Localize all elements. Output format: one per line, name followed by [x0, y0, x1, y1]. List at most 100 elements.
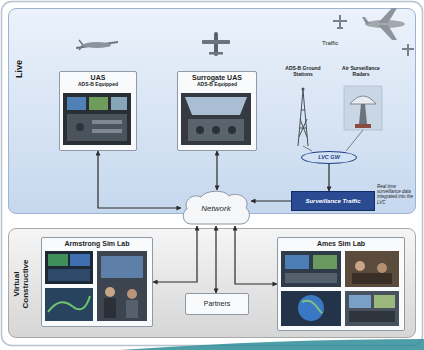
armstrong-lab-photos-part — [45, 288, 93, 321]
uas-aircraft-icon-part — [76, 41, 118, 49]
traffic-aircraft-icon-part — [362, 17, 370, 24]
box-title: Surrogate UAS — [192, 74, 242, 82]
surveillance-traffic-box: Surveillance Traffic — [291, 191, 375, 211]
ground-station-tower-part — [298, 90, 308, 146]
gateway-oval: LVC GW — [301, 151, 357, 164]
box-title: Ames Sim Lab — [317, 240, 365, 248]
equipment-label: ADS-B Ground Stations — [280, 66, 326, 78]
live-band: LiveUASADS-B EquippedSurrogate UASADS-B … — [8, 8, 416, 214]
surrogate-uas-box: Surrogate UASADS-B Equipped — [177, 71, 257, 151]
ames-lab-photos-part — [285, 273, 337, 283]
uas-cockpit-photo-part — [63, 93, 131, 145]
outer-frame — [2, 2, 423, 346]
ames-lab-photos-part — [349, 311, 395, 322]
uas-cockpit-photo-part — [92, 120, 122, 124]
label-holder: Traffic — [322, 40, 362, 47]
surveillance-radar-part — [359, 104, 367, 124]
surrogate-cockpit-photo-part — [185, 97, 247, 115]
band-title: Virtual Constructive — [12, 248, 32, 320]
cloud-outline — [183, 191, 249, 224]
armstrong-lab-photos-part — [127, 289, 137, 299]
ground-station-tower — [298, 88, 308, 147]
ames-lab-photos-part — [355, 261, 365, 271]
surrogate-cockpit-photo-part — [228, 126, 236, 134]
band-title: Live — [14, 54, 26, 84]
ames-lab-photos-part — [302, 301, 322, 313]
connector — [328, 164, 329, 191]
uas-cockpit-photo-part — [89, 97, 108, 110]
ames-lab-photos-part — [345, 251, 399, 287]
surveillance-radar-part — [355, 124, 371, 128]
connector — [215, 226, 216, 293]
title-holder: Live — [5, 63, 35, 75]
box-title: Partners — [204, 300, 230, 308]
network-cloud: Network — [181, 190, 251, 226]
armstrong-lab-photos-part — [105, 287, 115, 297]
label-holder: Air Surveillance Radars — [336, 66, 386, 78]
connector — [153, 226, 197, 282]
uas-cockpit-photo-part — [76, 123, 84, 131]
armstrong-lab-photos-part — [45, 251, 93, 284]
label-holder: ADS-B Ground Stations — [280, 66, 326, 78]
ames-lab-photos-part — [281, 251, 341, 287]
connector — [98, 151, 181, 208]
ames-lab-photos-part — [313, 255, 337, 269]
cloud-label: Network — [201, 204, 230, 213]
armstrong-lab-photos-part — [48, 254, 68, 266]
connector — [235, 226, 277, 284]
feed-line — [303, 130, 363, 151]
armstrong-lab-photos-part — [101, 256, 143, 278]
traffic-label: Traffic — [322, 40, 362, 47]
note-text: Real time surveillance data integrated i… — [377, 184, 415, 205]
box-subtitle: ADS-B Equipped — [197, 82, 237, 88]
partners-box: Partners — [185, 293, 249, 315]
uas-cockpit-photo-part — [92, 129, 122, 133]
virtual-constructive-band: Virtual Constructive Armstrong Sim LabPar… — [8, 228, 416, 338]
armstrong-lab-photos-part — [104, 298, 116, 318]
uas-cockpit-photo-part — [67, 114, 127, 141]
uas-cockpit-photo-part — [67, 97, 86, 110]
armstrong-lab-photos-part — [126, 300, 138, 318]
connector — [251, 200, 291, 201]
ames-lab-photos-part — [298, 295, 324, 321]
ames-lab-photos-part — [281, 291, 341, 326]
armstrong-sim-lab-box: Armstrong Sim Lab — [41, 237, 153, 327]
equipment-label: Air Surveillance Radars — [336, 66, 386, 78]
connector — [216, 151, 217, 190]
uas-aircraft-icon — [76, 40, 118, 50]
ames-sim-lab-box: Ames Sim Lab — [277, 237, 405, 331]
traffic-aircraft-icon-part — [365, 20, 405, 28]
label-holder: Real time surveillance data integrated i… — [377, 184, 415, 205]
surrogate-cockpit-photo-part — [181, 93, 251, 145]
ames-lab-photos-part — [352, 273, 392, 284]
surrogate-aircraft-icon-part — [214, 32, 218, 56]
surrogate-aircraft-icon — [202, 32, 230, 56]
traffic-aircraft-icon-part — [378, 8, 397, 40]
box-label: Surveillance Traffic — [305, 198, 360, 205]
uas-box: UASADS-B Equipped — [59, 71, 137, 151]
armstrong-lab-photos-part — [48, 296, 90, 312]
uas-aircraft-icon-part — [79, 40, 83, 50]
surrogate-cockpit-photo — [181, 93, 251, 145]
armstrong-lab-photos-part — [48, 269, 90, 281]
ames-lab-photos-part — [345, 291, 399, 326]
gateway-label: LVC GW — [318, 154, 340, 160]
box-subtitle: ADS-B Equipped — [78, 82, 118, 88]
surveillance-radar-part — [344, 86, 382, 130]
surveillance-radar — [344, 86, 382, 130]
ames-lab-photos — [281, 251, 399, 326]
uas-cockpit-photo — [63, 93, 131, 145]
surveillance-radar-part — [350, 96, 376, 104]
traffic-aircraft-icon-part — [402, 44, 414, 56]
surrogate-aircraft-icon-part — [202, 40, 230, 44]
ames-lab-photos-part — [349, 295, 371, 308]
ames-lab-photos-part — [377, 263, 387, 273]
armstrong-lab-photos-part — [97, 251, 147, 321]
ground-station-tower-part — [302, 88, 305, 91]
box-title: Armstrong Sim Lab — [65, 240, 130, 248]
uas-aircraft-icon-part — [83, 42, 111, 48]
armstrong-lab-photos-part — [70, 254, 90, 266]
